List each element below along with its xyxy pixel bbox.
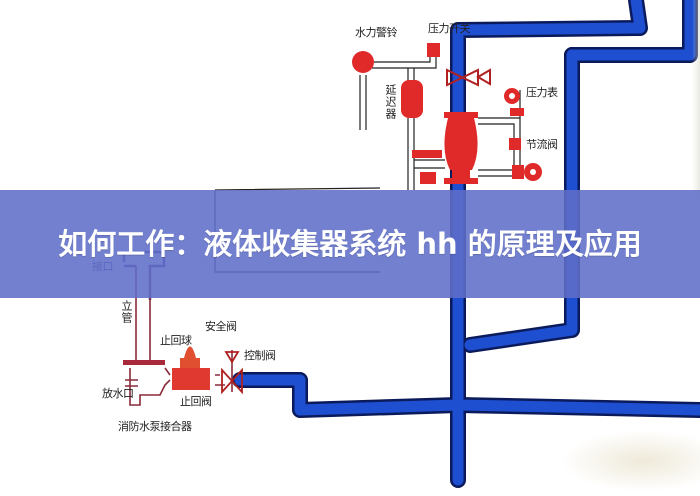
label-pressure-switch: 压力开关	[428, 22, 471, 35]
retard-chamber-icon	[401, 80, 423, 118]
label-check-ball: 止回球	[160, 334, 192, 347]
alarm-valve-group	[214, 43, 542, 273]
gate-valve-icon	[446, 68, 479, 87]
check-valve-icon	[172, 368, 210, 390]
alarm-valve-icon	[444, 112, 478, 184]
label-safety-valve: 安全阀	[205, 320, 237, 333]
throttle-valve-icon	[509, 138, 521, 150]
safety-valve-icon	[184, 346, 196, 358]
label-pressure-gauge: 压力表	[526, 86, 558, 99]
label-check-valve: 止回阀	[180, 395, 212, 408]
label-throttle-valve: 节流阀	[526, 138, 558, 151]
water-motor-alarm-icon	[352, 51, 374, 73]
control-valve-icon	[221, 351, 243, 395]
label-retard-chamber: 延迟器	[384, 84, 397, 120]
paper-edge	[692, 0, 700, 200]
page-title: 如何工作：液体收集器系统 hh 的原理及应用	[58, 227, 642, 261]
paper-stain	[560, 430, 700, 492]
label-pump-adapter: 消防水泵接合器	[118, 420, 192, 433]
label-water-motor-alarm: 水力警铃	[355, 26, 398, 39]
label-control-valve: 控制阀	[244, 349, 276, 362]
pressure-switch-icon	[427, 43, 440, 57]
label-drain: 放水口	[102, 387, 134, 400]
label-riser: 立管	[120, 300, 133, 324]
title-banner: 如何工作：液体收集器系统 hh 的原理及应用	[0, 190, 700, 298]
